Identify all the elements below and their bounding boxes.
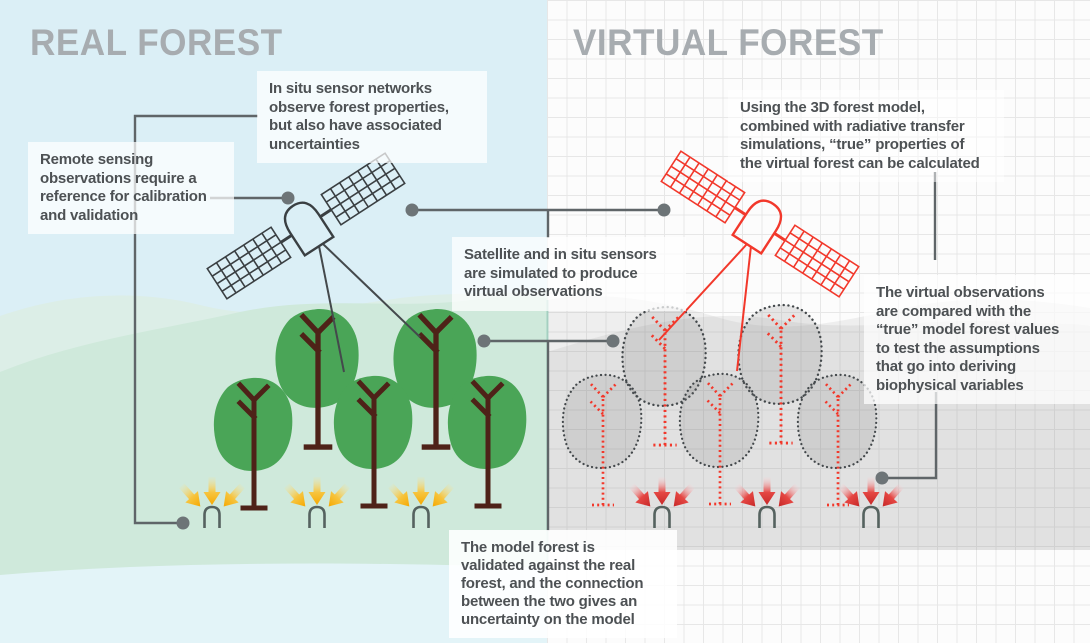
connector-dot: [176, 516, 190, 530]
connector-dot: [606, 334, 620, 348]
satellite-scan-lines: [318, 243, 752, 373]
connector-dot: [405, 203, 419, 217]
connector-dot: [281, 191, 295, 205]
annotation-in-situ: In situ sensor networks observe forest p…: [257, 71, 487, 163]
connector-lines: [133, 114, 938, 531]
virtual-forest-title: VIRTUAL FOREST: [573, 22, 884, 63]
connector-dot: [657, 203, 671, 217]
annotation-remote-sensing: Remote sensing observations require a re…: [28, 142, 234, 234]
annotation-using-3d-model: Using the 3D forest model, combined with…: [728, 90, 1004, 182]
real-satellite-icon: [204, 148, 408, 304]
connector-dot: [477, 334, 491, 348]
connector-dot: [875, 471, 889, 485]
annotation-model-validated: The model forest is validated against th…: [449, 530, 677, 638]
real-forest-title: REAL FOREST: [30, 22, 283, 63]
annotation-virtual-observations: The virtual observations are compared wi…: [864, 275, 1090, 404]
annotation-satellite-simulation: Satellite and in situ sensors are simula…: [452, 237, 686, 311]
